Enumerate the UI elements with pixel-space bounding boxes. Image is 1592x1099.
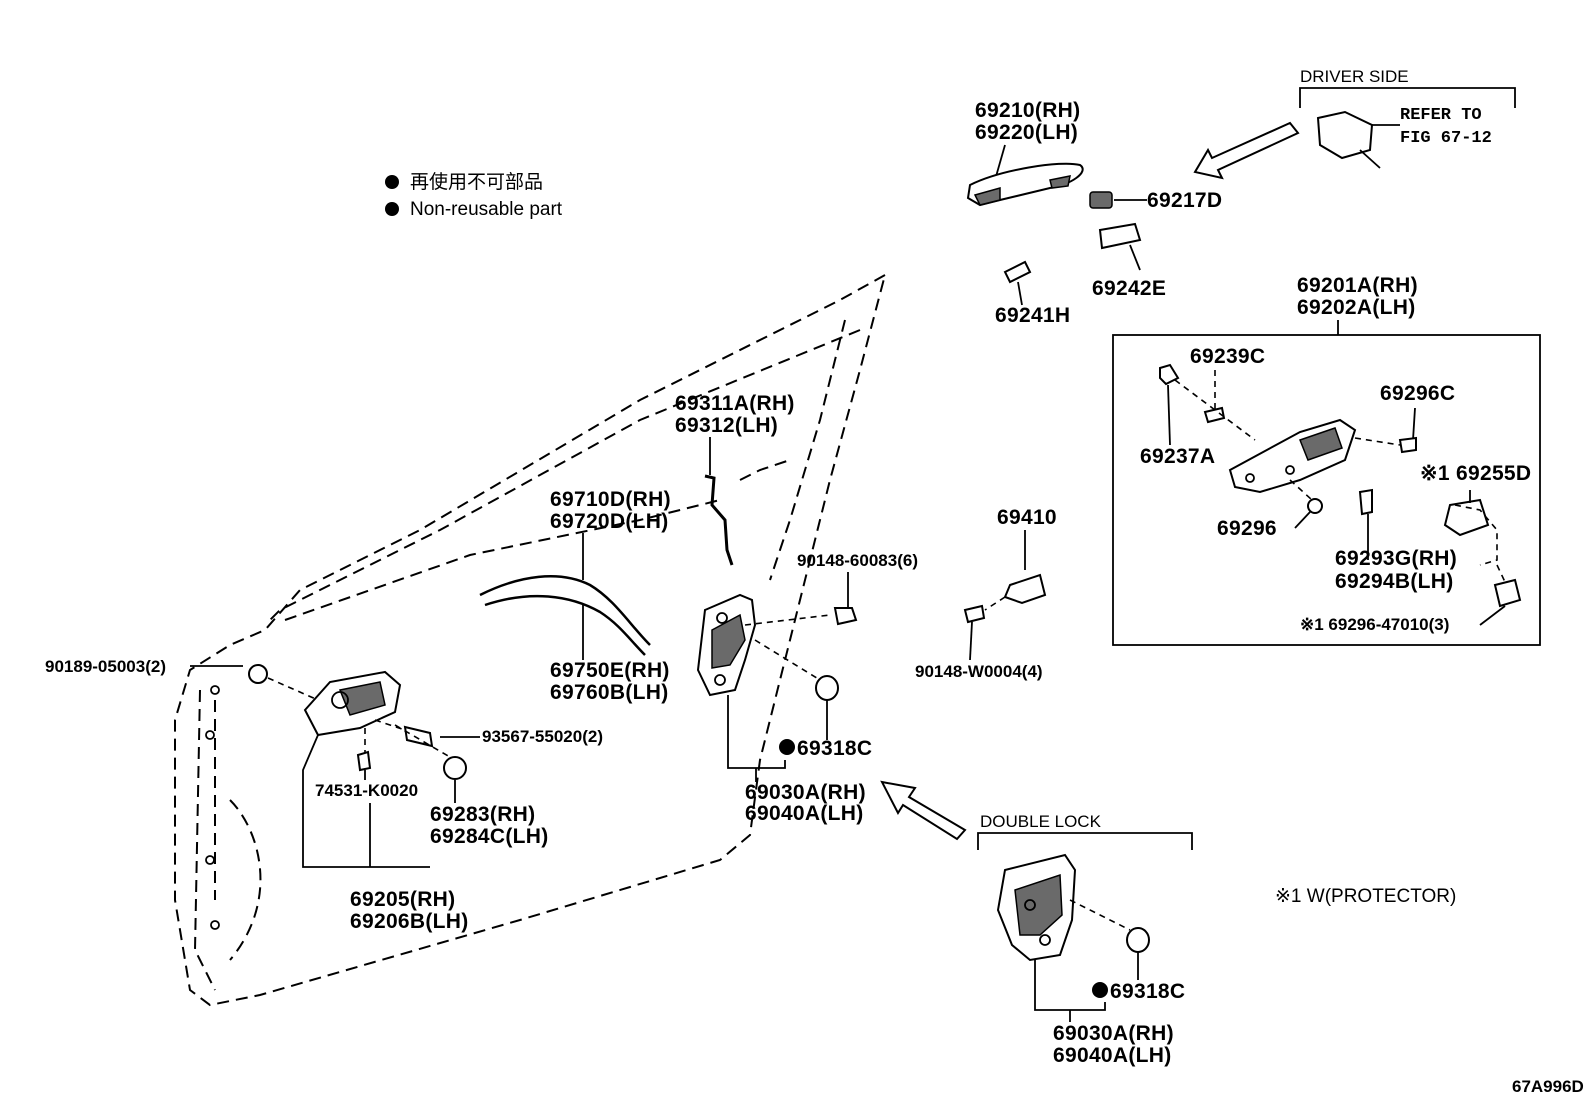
label-69284C: 69284C(LH)	[430, 825, 549, 848]
label-69318C: 69318C	[797, 737, 872, 760]
outside-handle-group: 69210(RH) 69220(LH) 69217D 69242E 69241H	[966, 99, 1222, 327]
legend: 再使用不可部品 Non-reusable part	[385, 171, 563, 220]
refer-line2: FIG 67-12	[1400, 129, 1492, 148]
label-69242E: 69242E	[1092, 277, 1166, 300]
label-69202A: 69202A(LH)	[1297, 296, 1416, 319]
label-69205: 69205(RH)	[350, 888, 455, 911]
label-90189-05003: 90189-05003(2)	[45, 657, 166, 676]
label-69237A: 69237A	[1140, 445, 1215, 468]
handle-gasket-icon	[1003, 260, 1032, 284]
label-69311A: 69311A(RH)	[675, 392, 795, 415]
bullet-icon	[385, 175, 399, 189]
figure-code: 67A996D	[1512, 1077, 1584, 1096]
label-69296C: 69296C	[1380, 382, 1455, 405]
cap-icon	[443, 756, 467, 780]
driver-side-title: DRIVER SIDE	[1300, 67, 1409, 86]
label-90148-60083: 90148-60083(6)	[797, 551, 918, 570]
label-74531: 74531-K0020	[315, 781, 418, 800]
label-69206B: 69206B(LH)	[350, 910, 469, 933]
label-69318C-dl: 69318C	[1110, 980, 1185, 1003]
cable-group: 69710D(RH) 69720D(LH) 69750E(RH) 69760B(…	[479, 488, 671, 704]
label-69030A: 69030A(RH)	[745, 781, 866, 804]
label-69293G: 69293G(RH)	[1335, 547, 1457, 570]
label-69220: 69220(LH)	[975, 121, 1078, 144]
legend-en: Non-reusable part	[410, 199, 563, 220]
arrow-icon	[880, 780, 967, 841]
label-69241H: 69241H	[995, 304, 1070, 327]
label-69710D: 69710D(RH)	[550, 488, 671, 511]
washer-icon	[815, 675, 839, 701]
label-69283: 69283(RH)	[430, 803, 535, 826]
label-69760B: 69760B(LH)	[550, 681, 669, 704]
clip-icon	[248, 664, 268, 684]
label-69720D: 69720D(LH)	[550, 510, 669, 533]
label-69217D: 69217D	[1147, 189, 1222, 212]
label-69750E: 69750E(RH)	[550, 659, 670, 682]
rod-icon	[704, 474, 734, 566]
label-93567: 93567-55020(2)	[482, 727, 603, 746]
cable-icon	[479, 575, 651, 646]
screw-icon	[1307, 498, 1323, 514]
label-69239C: 69239C	[1190, 345, 1265, 368]
inside-handle-group: 90189-05003(2) 93567-55020(2) 69283(RH) …	[45, 657, 603, 933]
label-69294B: 69294B(LH)	[1335, 570, 1454, 593]
bullet-icon	[385, 202, 399, 216]
handle-frame-box: 69201A(RH) 69202A(LH) 69239C 69237A 6929…	[1112, 274, 1541, 646]
label-69030A-dl: 69030A(RH)	[1053, 1022, 1174, 1045]
clip-icon	[356, 750, 372, 772]
bullet-icon	[1092, 982, 1108, 998]
label-69040A: 69040A(LH)	[745, 802, 864, 825]
lever-icon	[1358, 488, 1373, 516]
label-69312: 69312(LH)	[675, 414, 778, 437]
screw-icon	[1493, 578, 1522, 608]
screw-icon	[1398, 436, 1417, 454]
label-69201A: 69201A(RH)	[1297, 274, 1418, 297]
protector-icon	[1443, 498, 1490, 537]
striker-icon	[1003, 573, 1047, 605]
door-cylinder-icon	[1316, 110, 1374, 160]
label-69410: 69410	[997, 506, 1057, 529]
driver-side-box: DRIVER SIDE REFER TO FIG 67-12	[1193, 67, 1516, 180]
lock-rod-group: 69311A(RH) 69312(LH)	[675, 392, 795, 566]
legend-jp: 再使用不可部品	[410, 171, 543, 193]
double-lock-box: DOUBLE LOCK 69318C 69030A(RH) 69040A(LH)	[977, 812, 1193, 1067]
handle-pad-icon	[1098, 222, 1142, 250]
label-69210: 69210(RH)	[975, 99, 1080, 122]
double-lock-title: DOUBLE LOCK	[980, 812, 1102, 831]
door-lock-group: 90148-60083(6) 69318C 69030A(RH) 69040A(…	[696, 551, 967, 841]
handle-cap-icon	[1089, 191, 1113, 209]
striker-group: 69410 90148-W0004(4)	[915, 506, 1057, 681]
bullet-icon	[779, 739, 795, 755]
label-69296-47010: ※1 69296-47010(3)	[1300, 615, 1449, 634]
label-69296: 69296	[1217, 517, 1277, 540]
door-outline	[174, 272, 887, 1007]
label-69255D: ※1 69255D	[1420, 462, 1531, 485]
label-69040A-dl: 69040A(LH)	[1053, 1044, 1172, 1067]
washer-icon	[1126, 927, 1150, 953]
screw-icon	[403, 725, 434, 748]
protector-note: ※1 W(PROTECTOR)	[1275, 886, 1456, 907]
label-90148-W0004: 90148-W0004(4)	[915, 662, 1043, 681]
arrow-icon	[1193, 121, 1300, 180]
bolt-icon	[833, 607, 858, 626]
screw-icon	[963, 604, 986, 624]
clip-icon	[1159, 363, 1180, 386]
refer-line1: REFER TO	[1400, 106, 1482, 125]
